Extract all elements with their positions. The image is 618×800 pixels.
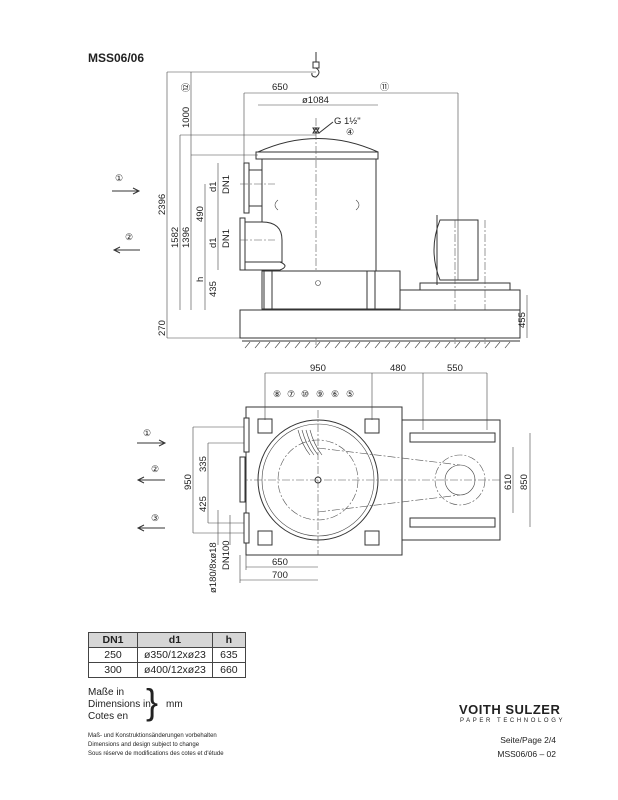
page-info: Seite/Page 2/4 MSS06/06 – 02	[497, 733, 556, 761]
note-en: Dimensions and design subject to change	[88, 742, 200, 748]
table-header-row: DN1 d1 h	[88, 632, 246, 648]
dim-650-bottom: 650	[272, 557, 288, 568]
dim-d1-upper: d1	[208, 181, 219, 192]
motor-assembly	[399, 215, 521, 345]
dim-435: 435	[208, 281, 219, 297]
dim-dn1-upper: DN1	[221, 175, 232, 194]
dim-550: 550	[447, 363, 463, 374]
col-h: h	[211, 632, 246, 648]
callout-9: ⑨	[316, 389, 324, 399]
dim-455: 455	[517, 312, 528, 328]
base-frame	[261, 270, 401, 310]
dim-270: 270	[157, 320, 168, 336]
arrow-in-icon	[112, 187, 141, 195]
callout-4: ④	[346, 127, 354, 137]
dim-2396: 2396	[157, 194, 168, 215]
note-de: Maß- und Konstruktionsänderungen vorbeha…	[88, 733, 217, 739]
drawing-title: MSS06/06	[88, 51, 145, 65]
crane-hook-icon	[311, 52, 320, 78]
plan-flow-callout-2: ②	[151, 464, 159, 474]
arrow-in-icon	[137, 439, 167, 447]
dim-700: 700	[272, 570, 288, 581]
cell: ø350/12xø23	[137, 647, 213, 663]
dim-480: 480	[390, 363, 406, 374]
cell: 635	[211, 647, 246, 663]
dim-850: 850	[519, 474, 530, 490]
inlet-flange-2	[239, 217, 246, 271]
brand-logo: VOITH SULZER	[459, 702, 561, 717]
lid-flange	[255, 151, 379, 160]
dim-g-thread: G 1½"	[334, 116, 361, 127]
callout-8: ⑧	[273, 389, 281, 399]
foundation	[239, 309, 521, 339]
col-d1: d1	[137, 632, 213, 648]
dim-950-left: 950	[183, 474, 194, 490]
arrow-out-icon	[112, 246, 140, 254]
col-dn1: DN1	[88, 632, 138, 648]
cell: 300	[88, 662, 138, 678]
dim-1582: 1582	[170, 227, 181, 248]
callout-5: ⑤	[346, 389, 354, 399]
plan-flow-callout-1: ①	[143, 428, 151, 438]
dim-diameter-1084: ø1084	[302, 95, 329, 106]
cell: 250	[88, 647, 138, 663]
dim-650: 650	[272, 82, 288, 93]
arrow-out-icon	[136, 524, 165, 532]
units-legend: Maße in Dimensions in Cotes en	[88, 687, 151, 723]
dim-950-top: 950	[310, 363, 326, 374]
callout-10: ⑩	[301, 389, 309, 399]
dim-335: 335	[198, 456, 209, 472]
elevation-view: 650 ø1084 G 1½" ④ ⑪ ⑫ 2396 1582 1396 100…	[112, 52, 528, 349]
legend-line-de: Maße in	[88, 687, 125, 698]
callout-12: ⑫	[181, 83, 191, 92]
flow-callout-1: ①	[115, 173, 123, 183]
dim-dn1-lower: DN1	[221, 229, 232, 248]
table-row: 250 ø350/12xø23 635	[88, 647, 246, 663]
inlet-flange-1	[243, 162, 250, 214]
dim-610: 610	[503, 474, 514, 490]
brand-subtitle: PAPER TECHNOLOGY	[460, 718, 566, 724]
dn1-table: DN1 d1 h 250 ø350/12xø23 635 300 ø400/12…	[88, 632, 246, 678]
vessel-lid	[257, 138, 379, 153]
change-notes: Maß- und Konstruktionsänderungen vorbeha…	[88, 732, 224, 759]
plan-view: 950 480 550 335 425 950 610 850 650 700 …	[136, 363, 531, 593]
dim-d1-lower: d1	[208, 237, 219, 248]
document-number: MSS06/06 – 02	[497, 749, 556, 759]
unit-label: mm	[166, 699, 183, 710]
dim-1396: 1396	[181, 227, 192, 248]
dim-flange: ø180/8xø18	[208, 542, 219, 593]
callout-11: ⑪	[380, 82, 389, 92]
callout-6: ⑥	[331, 389, 339, 399]
brace: }	[146, 681, 159, 722]
cell: ø400/12xø23	[137, 662, 213, 678]
table-row: 300 ø400/12xø23 660	[88, 662, 246, 678]
dim-1000: 1000	[181, 107, 192, 128]
legend-line-en: Dimensions in	[88, 699, 151, 710]
dim-dn100: DN100	[221, 540, 232, 570]
dim-490: 490	[195, 206, 206, 222]
flow-callout-2: ②	[125, 232, 133, 242]
legend-line-fr: Cotes en	[88, 711, 129, 722]
dim-h: h	[195, 277, 206, 282]
note-fr: Sous réserve de modifications des cotes …	[88, 751, 224, 757]
dim-425: 425	[198, 496, 209, 512]
plan-flow-callout-3: ③	[151, 513, 159, 523]
callout-7: ⑦	[287, 389, 295, 399]
cell: 660	[211, 662, 246, 678]
arrow-out-icon	[136, 476, 165, 484]
page-number: Seite/Page 2/4	[500, 735, 556, 745]
